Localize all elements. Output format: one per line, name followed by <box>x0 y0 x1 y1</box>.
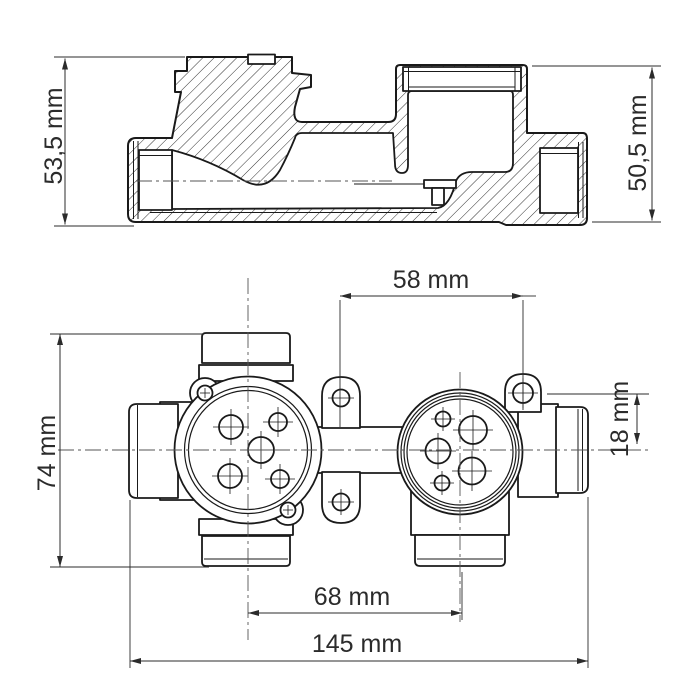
dimension-label: 50,5 mm <box>624 94 652 191</box>
dimension-outlet-spacing: 68 mm <box>248 572 463 620</box>
right-outlet-port <box>517 403 589 498</box>
flange-screw-top-left <box>196 384 214 402</box>
dimension-assembly-height: 74 mm <box>33 333 209 568</box>
dimension-label: 18 mm <box>606 381 634 457</box>
dimension-ear-to-axis: 18 mm <box>547 381 649 457</box>
dimension-label: 68 mm <box>314 583 390 611</box>
front-view: 58 mm 18 mm 74 mm 68 mm 145 mm <box>33 266 649 668</box>
left-port-section <box>133 141 173 219</box>
dimension-ear-spacing: 58 mm <box>339 266 536 427</box>
right-flange-holes <box>420 407 493 495</box>
top-cap-section <box>402 66 522 92</box>
dimension-label: 74 mm <box>33 415 61 491</box>
dimension-label: 145 mm <box>312 630 402 658</box>
bottom-port-left <box>198 518 294 567</box>
dimension-section-height-left: 53,5 mm <box>40 56 185 227</box>
dimension-overall-width: 145 mm <box>129 497 589 668</box>
top-machined-pad <box>247 53 276 65</box>
dimension-label: 53,5 mm <box>40 87 68 184</box>
dimension-label: 58 mm <box>393 266 469 294</box>
top-port <box>198 332 294 382</box>
section-view: 53,5 mm 50,5 mm <box>40 53 661 227</box>
dimension-section-height-right: 50,5 mm <box>532 65 661 223</box>
right-flange <box>396 388 524 516</box>
plug-pin <box>423 179 457 206</box>
flange-screw-bottom-right <box>279 501 297 519</box>
left-flange-holes <box>212 407 295 494</box>
right-port-section <box>539 142 584 218</box>
